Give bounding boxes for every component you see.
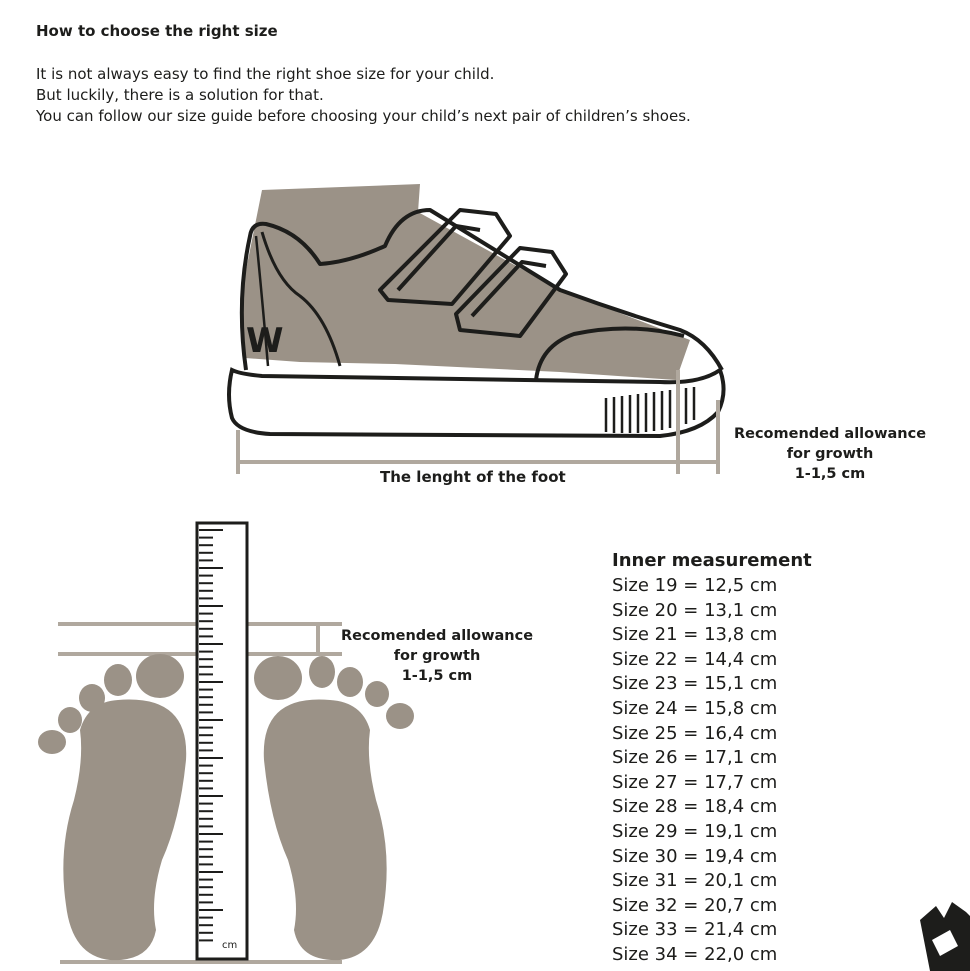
intro-text: It is not always easy to find the right …	[36, 64, 691, 127]
shoe-collar	[260, 231, 342, 367]
shoe-logo: W	[246, 321, 284, 361]
ruler-ticks	[199, 529, 223, 942]
size-row: Size 24 = 15,8 cm	[612, 697, 778, 719]
size-row: Size 30 = 19,4 cm	[612, 845, 778, 867]
intro-line-1: It is not always easy to find the right …	[36, 65, 495, 83]
shoe-toe-cap	[534, 326, 685, 381]
size-row: Size 19 = 12,5 cm	[612, 575, 778, 596]
sole-grip	[604, 387, 696, 433]
ruler-unit-label: cm	[222, 940, 238, 951]
intro-line-3: You can follow our size guide before cho…	[36, 107, 691, 125]
size-row: Size 27 = 17,7 cm	[612, 771, 778, 793]
allowance-line-1: Recomended allowance	[340, 628, 534, 644]
page-title: How to choose the right size	[36, 22, 278, 40]
shoe-allowance-note: Recomended allowance for growth 1-1,5 cm	[728, 424, 932, 484]
size-row: Size 31 = 20,1 cm	[612, 870, 778, 892]
allowance-line-3: 1-1,5 cm	[794, 466, 866, 482]
size-row: Size 21 = 13,8 cm	[612, 624, 778, 646]
shoe-illustration: W	[227, 184, 726, 474]
size-row: Size 23 = 15,1 cm	[612, 673, 778, 695]
foot-length-label: The lenght of the foot	[380, 468, 566, 486]
size-row: Size 34 = 22,0 cm	[612, 943, 778, 965]
right-foot-icon	[254, 656, 414, 961]
size-row: Size 32 = 20,7 cm	[612, 894, 778, 916]
size-row: Size 25 = 16,4 cm	[612, 722, 778, 744]
size-table-title: Inner measurement	[612, 550, 812, 571]
feet-allowance-note: Recomended allowance for growth 1-1,5 cm	[334, 626, 540, 686]
allowance-line-1: Recomended allowance	[733, 426, 927, 442]
size-row: Size 22 = 14,4 cm	[612, 648, 778, 670]
size-list: Size 19 = 12,5 cm Size 20 = 13,1 cm Size 2…	[612, 574, 812, 968]
intro-line-2: But luckily, there is a solution for tha…	[36, 86, 324, 104]
allowance-line-3: 1-1,5 cm	[401, 668, 473, 684]
size-row: Size 26 = 17,1 cm	[612, 747, 778, 769]
shoe-upper	[239, 208, 724, 371]
allowance-line-2: for growth	[393, 648, 481, 664]
left-foot-icon	[38, 654, 187, 961]
size-row: Size 20 = 13,1 cm	[612, 599, 778, 621]
measure-lines	[236, 370, 720, 474]
foot-silhouette	[240, 184, 690, 380]
shoe-heel-stitch	[254, 235, 270, 367]
size-row: Size 28 = 18,4 cm	[612, 796, 778, 818]
shoe-straps	[378, 208, 568, 338]
size-row: Size 29 = 19,1 cm	[612, 820, 778, 842]
allowance-line-2: for growth	[786, 446, 874, 462]
size-row: Size 33 = 21,4 cm	[612, 919, 778, 941]
